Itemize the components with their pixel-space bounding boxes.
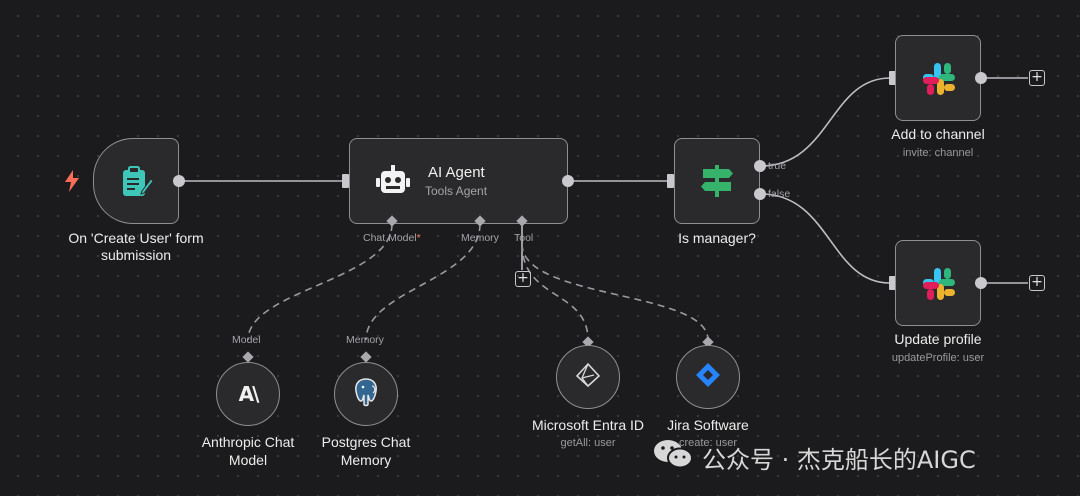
trigger-label-line1: On 'Create User' form [68,230,204,246]
wire-false-update-profile [760,193,891,284]
wire-tool-entra [521,243,589,341]
agent-chat-model-label: Chat Model* [363,232,421,244]
add-channel-label: Add to channel [891,126,985,142]
switch-false-label: false [768,188,791,200]
form-trigger-node[interactable] [93,138,179,224]
add-to-channel-node[interactable] [895,35,981,121]
trigger-label-line2: submission [100,247,172,263]
add-channel-output-port[interactable] [975,72,987,84]
ai-agent-node[interactable]: AI Agent Tools Agent [349,138,568,224]
wire-tool-jira [521,243,709,341]
anthropic-label-line2: Model [228,452,268,468]
switch-true-label: true [768,160,787,172]
anthropic-chat-model-node[interactable]: A\ [216,362,280,426]
wire-model [247,223,393,341]
add-tool-button[interactable]: + [515,271,531,287]
anthropic-label-line1: Anthropic Chat [201,434,295,450]
wire-true-add-channel [760,77,891,167]
add-channel-sub: invite: channel [902,147,974,159]
update-profile-label: Update profile [894,331,982,347]
add-after-channel-button[interactable]: + [1029,70,1045,86]
agent-subtitle: Tools Agent [425,184,488,198]
switch-false-port[interactable] [754,188,766,200]
jira-sub: create: user [678,437,738,449]
jira-label: Jira Software [667,417,749,433]
slack-icon [921,266,957,307]
form-icon [120,165,154,204]
agent-input-port[interactable] [342,174,349,188]
update-profile-sub: updateProfile: user [891,352,985,364]
postgres-label-line2: Memory [340,452,392,468]
entra-icon [574,361,602,394]
jira-icon [694,361,722,394]
wire-memory [365,223,481,341]
add-after-profile-button[interactable]: + [1029,275,1045,291]
postgres-port-label: Memory [346,334,384,346]
watermark-text: 公众号 · 杰克船长的AIGC [702,446,976,474]
required-mark: * [416,232,421,244]
trigger-bolt-icon [64,170,80,192]
microsoft-entra-node[interactable] [556,345,620,409]
agent-title: AI Agent [428,164,485,181]
robot-icon [376,165,410,202]
postgres-chat-memory-node[interactable] [334,362,398,426]
anthropic-port-label: Model [232,334,261,346]
switch-label: Is manager? [678,230,756,246]
postgres-elephant-icon [352,377,380,412]
signpost-icon [699,163,735,204]
is-manager-node[interactable] [674,138,760,224]
trigger-output-port[interactable] [173,175,185,187]
chat-model-text: Chat Model [363,232,417,244]
entra-label: Microsoft Entra ID [531,417,645,433]
wechat-icon [652,437,694,476]
jira-software-node[interactable] [676,345,740,409]
agent-memory-label: Memory [461,232,499,244]
update-profile-input-port[interactable] [889,276,896,290]
postgres-label-line1: Postgres Chat [321,434,411,450]
entra-sub: getAll: user [560,437,616,449]
agent-tool-label: Tool [514,232,534,244]
add-channel-input-port[interactable] [889,71,896,85]
switch-input-port[interactable] [667,174,674,188]
anthropic-icon: A\ [238,382,260,406]
update-profile-output-port[interactable] [975,277,987,289]
slack-icon [921,61,957,102]
switch-true-port[interactable] [754,160,766,172]
agent-output-port[interactable] [562,175,574,187]
update-profile-node[interactable] [895,240,981,326]
